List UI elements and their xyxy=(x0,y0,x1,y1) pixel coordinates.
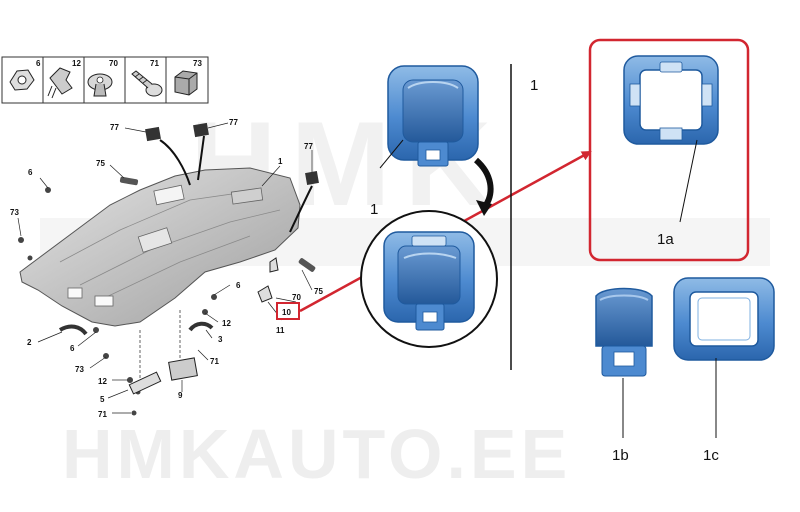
sunvisor-clip-5 xyxy=(128,371,162,395)
legend-item-73: 73 xyxy=(174,59,202,96)
callout-71a: 71 xyxy=(210,357,219,366)
label-part-1c: 1c xyxy=(703,447,719,464)
push-clip-icon xyxy=(9,69,35,91)
callout-12b: 12 xyxy=(98,377,107,386)
callout-73a: 73 xyxy=(10,208,19,217)
label-part-1b: 1b xyxy=(612,447,629,464)
label-part-1-right: 1 xyxy=(530,77,538,94)
legend-ref-12: 12 xyxy=(72,59,81,68)
callout-5: 5 xyxy=(100,395,105,404)
callout-6b: 6 xyxy=(236,281,241,290)
highlight-frame-1a: 1a xyxy=(588,38,750,262)
callout-3: 3 xyxy=(218,335,223,344)
foam-pad-77c xyxy=(305,171,319,185)
legend-ref-70: 70 xyxy=(109,59,118,68)
legend-item-6: 6 xyxy=(9,59,41,91)
legend-ref-6: 6 xyxy=(36,59,41,68)
callout-77a: 77 xyxy=(110,123,119,132)
callout-9: 9 xyxy=(178,391,183,400)
highlight-callout-10[interactable]: 10 xyxy=(276,302,300,320)
legend-item-12: 12 xyxy=(47,59,81,99)
callout-77c: 77 xyxy=(304,142,313,151)
part-1c-bezel xyxy=(673,277,775,361)
exploded-callouts: 77 77 77 1 75 6 73 6 75 70 12 11 2 6 3 7… xyxy=(10,118,323,419)
callout-73b: 73 xyxy=(75,365,84,374)
label-part-1-left: 1 xyxy=(370,201,378,218)
callout-77b: 77 xyxy=(229,118,238,127)
label-part-1a: 1a xyxy=(657,231,674,248)
fastener-legend: 6 12 70 71 xyxy=(1,56,209,104)
part-1-assembled-top xyxy=(387,65,479,167)
callout-1: 1 xyxy=(278,157,283,166)
foam-pad-icon xyxy=(174,70,198,96)
fir-tree-clip-icon xyxy=(47,67,73,99)
highlight-box xyxy=(276,302,300,320)
callout-70: 70 xyxy=(292,293,301,302)
part-1a-frame xyxy=(623,55,719,145)
expanding-rivet-icon xyxy=(87,73,113,97)
foam-pad-77a xyxy=(145,126,161,142)
screw-icon xyxy=(131,70,163,97)
legend-ref-73: 73 xyxy=(193,59,202,68)
magnified-detail-circle xyxy=(360,210,498,348)
callout-6a: 6 xyxy=(28,168,33,177)
callout-2: 2 xyxy=(27,338,32,347)
callout-12a: 12 xyxy=(222,319,231,328)
headliner-exploded-view: 77 77 77 1 75 6 73 6 75 70 12 11 2 6 3 7… xyxy=(10,118,323,419)
callout-11: 11 xyxy=(276,326,285,335)
clip-75b xyxy=(298,258,316,272)
callout-6c: 6 xyxy=(70,344,75,353)
leader-lines xyxy=(17,122,313,414)
watermark-url: HMKAUTO.EE xyxy=(62,415,571,493)
interior-lamp-9 xyxy=(168,357,198,381)
callout-10: 10 xyxy=(282,308,291,317)
assembly-flow-arrow xyxy=(473,157,494,216)
part-1b-lens xyxy=(595,287,653,377)
legend-item-71: 71 xyxy=(131,59,163,97)
callout-75a: 75 xyxy=(96,159,105,168)
legend-item-70: 70 xyxy=(87,59,118,97)
callout-75b: 75 xyxy=(314,287,323,296)
foam-pad-77b xyxy=(193,122,209,138)
clip-75a xyxy=(119,176,139,186)
legend-ref-71: 71 xyxy=(150,59,159,68)
callout-71b: 71 xyxy=(98,410,107,419)
